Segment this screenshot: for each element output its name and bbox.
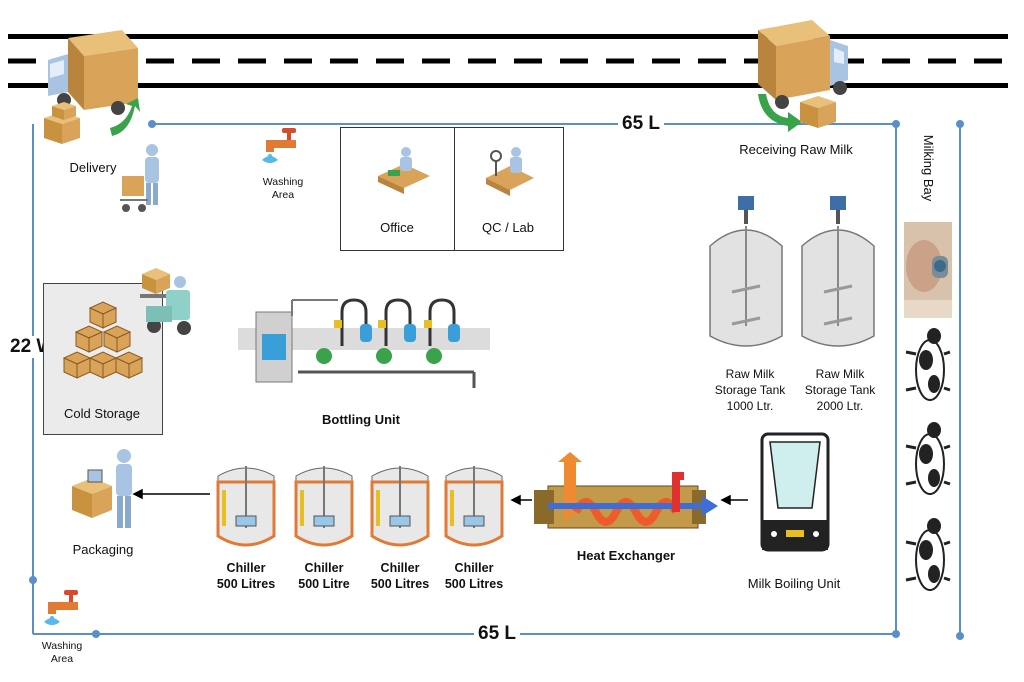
- dimension-bottom: 65 L: [474, 623, 521, 645]
- receiving-truck-icon: [758, 20, 848, 132]
- forklift-icon: [140, 268, 191, 335]
- chiller-label: Chiller 500 Litres: [444, 561, 504, 591]
- delivery-truck-icon: [48, 30, 140, 136]
- storage-tank-2-label: Raw Milk Storage Tank 2000 Ltr.: [804, 367, 876, 413]
- lab-desk-icon: [486, 147, 534, 196]
- dimension-top: 65 L: [618, 113, 665, 135]
- cow-icon: [905, 328, 951, 401]
- storage-tank-icon: [801, 196, 875, 347]
- heat-exchanger-icon: [534, 452, 718, 529]
- qc-lab-label: QC / Lab: [481, 220, 535, 235]
- bottling-unit-label: Bottling Unit: [322, 412, 400, 427]
- washing-area-top-label: Washing Area: [262, 176, 304, 201]
- chiller-tank-icon: [444, 466, 504, 547]
- office-room: [340, 127, 456, 251]
- stacked-boxes-icon: [62, 301, 144, 379]
- milk-boiling-label: Milk Boiling Unit: [747, 576, 841, 591]
- boxes-icon: [44, 102, 80, 144]
- storage-tank-1-label: Raw Milk Storage Tank 1000 Ltr.: [714, 367, 786, 413]
- office-desk-icon: [378, 147, 430, 194]
- washing-area-bottom-label: Washing Area: [41, 640, 83, 665]
- heat-exchanger-label: Heat Exchanger: [576, 548, 676, 563]
- flow-arrow-head: [720, 494, 731, 506]
- bottling-machine-diagram: [238, 298, 490, 388]
- delivery-label: Delivery: [69, 160, 117, 175]
- chiller-label: Chiller 500 Litres: [216, 561, 276, 591]
- faucet-icon: [262, 128, 296, 163]
- chiller-tank-icon: [294, 466, 354, 547]
- chiller-label: Chiller 500 Litre: [298, 561, 350, 591]
- faucet-icon: [44, 590, 78, 625]
- receiving-label: Receiving Raw Milk: [739, 142, 853, 157]
- cow-icon: [905, 422, 951, 495]
- boiler-icon: [760, 432, 830, 552]
- flow-arrow-head: [132, 488, 143, 500]
- milking-photo-icon: [904, 222, 952, 318]
- cold-storage-label: Cold Storage: [64, 406, 140, 421]
- office-label: Office: [380, 220, 414, 235]
- cow-icon: [905, 518, 951, 591]
- flow-arrow-head: [510, 494, 521, 506]
- chiller-tank-icon: [370, 466, 430, 547]
- packaging-worker-icon: [72, 449, 132, 528]
- storage-tank-icon: [709, 196, 783, 347]
- chiller-label: Chiller 500 Litres: [370, 561, 430, 591]
- packaging-label: Packaging: [72, 542, 134, 557]
- worker-with-cart-icon: [120, 144, 159, 212]
- chiller-tank-icon: [216, 466, 276, 547]
